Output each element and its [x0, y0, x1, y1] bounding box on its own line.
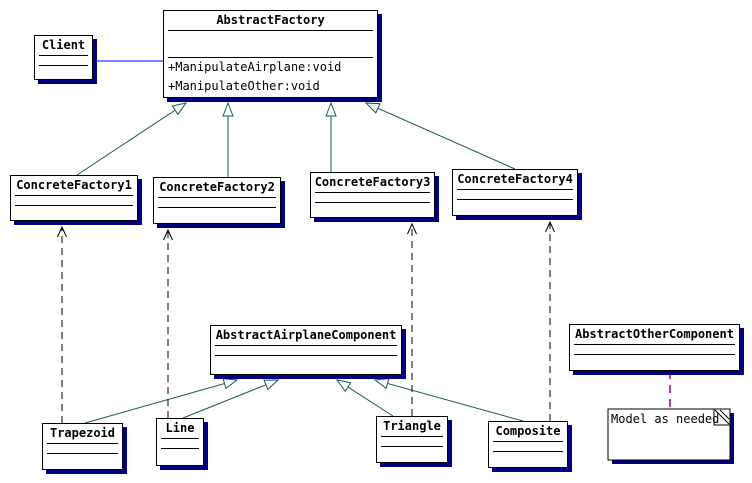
methods-section: [154, 208, 280, 223]
separator: [493, 451, 563, 452]
separator: [47, 443, 118, 444]
separator: [574, 354, 735, 355]
attributes-section: [453, 190, 577, 199]
class-triangle[interactable]: Triangle: [376, 416, 448, 463]
note-fold-icon: [713, 409, 730, 426]
methods-section: [377, 447, 447, 462]
class-client[interactable]: Client: [34, 35, 93, 80]
class-title: Triangle: [383, 419, 441, 433]
class-composite[interactable]: Composite: [488, 421, 568, 468]
attributes-section: [43, 444, 122, 453]
class-title: ConcreteFactory2: [159, 180, 275, 194]
class-title: AbstractOtherComponent: [575, 327, 734, 341]
generalization-trapezoid-abstractairplanecomponent[interactable]: [84, 378, 239, 424]
class-concretefactory3[interactable]: ConcreteFactory3: [310, 172, 435, 218]
separator: [15, 195, 133, 196]
attributes-section: [157, 439, 203, 448]
class-abstractfactory[interactable]: AbstractFactory +ManipulateAirplane:void…: [163, 10, 378, 98]
generalization-concretefactory4-abstractfactory[interactable]: [364, 102, 516, 170]
methods-section: [489, 452, 567, 467]
class-line[interactable]: Line: [156, 418, 204, 466]
class-title: ConcreteFactory4: [457, 172, 573, 186]
attributes-section: [489, 442, 567, 451]
attributes-section: [211, 346, 401, 355]
methods-section: [43, 454, 122, 469]
separator: [493, 441, 563, 442]
separator: [457, 199, 573, 200]
note-body: [607, 408, 731, 461]
method-manipulateairplane: +ManipulateAirplane:void: [168, 60, 342, 74]
generalization-line-abstractairplanecomponent[interactable]: [182, 379, 280, 419]
methods-section: [35, 66, 92, 79]
separator: [168, 57, 373, 58]
class-abstractothercomponent[interactable]: AbstractOtherComponent: [569, 324, 740, 371]
separator: [315, 202, 430, 203]
generalization-concretefactory1-abstractfactory[interactable]: [76, 102, 188, 176]
separator: [47, 453, 118, 454]
class-title: Client: [41, 38, 86, 52]
separator: [158, 207, 276, 208]
separator: [315, 192, 430, 193]
separator: [161, 438, 199, 439]
class-concretefactory2[interactable]: ConcreteFactory2: [153, 177, 281, 224]
class-title: Line: [165, 421, 195, 435]
separator: [39, 55, 88, 56]
methods-section: [157, 449, 203, 465]
note-fold-hatch-icon: [714, 409, 730, 425]
note-text: Model as needed: [611, 412, 720, 426]
attributes-section: [311, 193, 434, 202]
methods-section: [453, 200, 577, 215]
separator: [15, 205, 133, 206]
attributes-section: [35, 56, 92, 65]
methods-section: [11, 206, 137, 220]
separator: [381, 446, 443, 447]
attributes-section: [11, 196, 137, 205]
note[interactable]: [607, 408, 734, 464]
generalization-triangle-abstractairplanecomponent[interactable]: [335, 379, 394, 417]
method-manipulateother: +ManipulateOther:void: [168, 79, 320, 93]
class-concretefactory1[interactable]: ConcreteFactory1: [10, 175, 138, 221]
class-title: AbstractAirplaneComponent: [215, 328, 397, 342]
methods-section: [211, 356, 401, 374]
attributes-section: [570, 345, 739, 354]
methods-section: [311, 203, 434, 217]
separator: [215, 345, 397, 346]
separator: [574, 344, 735, 345]
attributes-section: [164, 31, 377, 57]
generalization-composite-abstractairplanecomponent[interactable]: [373, 378, 524, 422]
separator: [158, 197, 276, 198]
class-title: ConcreteFactory3: [314, 175, 431, 189]
class-title: AbstractFactory: [216, 13, 325, 27]
separator: [457, 189, 573, 190]
class-title: Composite: [495, 424, 561, 438]
separator: [168, 30, 373, 31]
methods-section: [570, 355, 739, 370]
attributes-section: [154, 198, 280, 207]
separator: [215, 355, 397, 356]
separator: [161, 448, 199, 449]
class-title: ConcreteFactory1: [16, 178, 132, 192]
methods-section: +ManipulateAirplane:void +ManipulateOthe…: [164, 58, 377, 97]
class-concretefactory4[interactable]: ConcreteFactory4: [452, 169, 578, 216]
separator: [381, 436, 443, 437]
separator: [39, 65, 88, 66]
class-trapezoid[interactable]: Trapezoid: [42, 423, 123, 470]
class-abstractairplanecomponent[interactable]: AbstractAirplaneComponent: [210, 325, 402, 375]
class-title: Trapezoid: [49, 426, 116, 440]
attributes-section: [377, 437, 447, 446]
